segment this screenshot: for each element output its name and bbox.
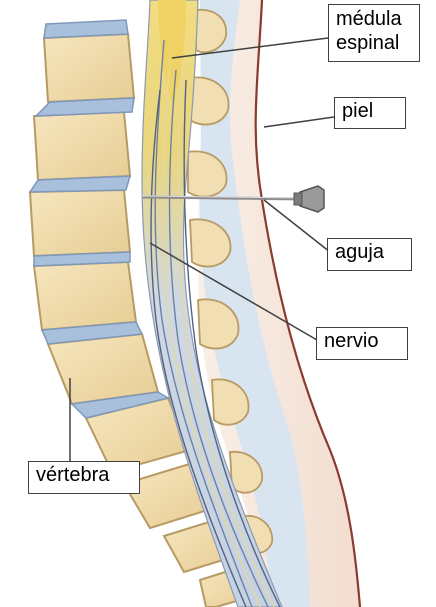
leader-skin (264, 117, 334, 127)
label-spinal-cord: médula espinal (328, 4, 420, 62)
vertebra-3 (30, 190, 130, 256)
vertebra-4 (34, 262, 136, 330)
vertebra-5 (48, 334, 158, 404)
label-needle: aguja (327, 238, 412, 271)
vertebra-1 (44, 34, 134, 102)
label-nerve: nervio (316, 327, 408, 360)
label-spinal-cord-line1: médula (336, 7, 412, 31)
needle-hub (300, 186, 324, 212)
label-spinal-cord-line2: espinal (336, 31, 412, 55)
label-vertebra: vértebra (28, 461, 140, 494)
vertebra-2 (34, 112, 130, 180)
disc-top (44, 20, 128, 38)
label-skin: piel (334, 97, 406, 129)
